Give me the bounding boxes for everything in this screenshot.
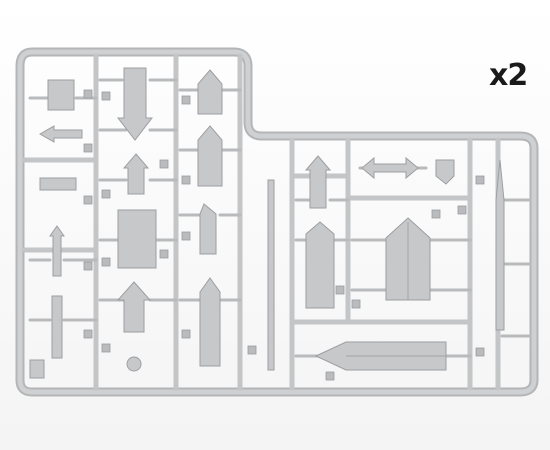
part-arrow-up-tall bbox=[304, 155, 332, 209]
number-tabs bbox=[83, 89, 485, 381]
part-chevron-1 bbox=[197, 69, 223, 115]
part-plate bbox=[47, 79, 75, 111]
part-arrow-left bbox=[38, 125, 83, 143]
part-bar bbox=[39, 177, 77, 191]
parts bbox=[29, 67, 505, 379]
part-chevron-4 bbox=[199, 277, 221, 367]
part-panel-large bbox=[117, 209, 157, 269]
quantity-label: x2 bbox=[489, 58, 528, 93]
gates bbox=[28, 78, 532, 358]
part-arrow-down-large bbox=[116, 67, 154, 141]
part-chevron-3 bbox=[199, 203, 217, 255]
part-small-chevron bbox=[435, 159, 455, 185]
part-arrow-up-low bbox=[116, 281, 152, 333]
part-post bbox=[51, 295, 63, 359]
part-arrow-up-mid bbox=[122, 153, 150, 195]
part-pointed-panel bbox=[305, 221, 335, 309]
part-disc bbox=[126, 356, 142, 372]
part-arrow-up bbox=[49, 225, 65, 277]
sprue-frame bbox=[15, 47, 539, 397]
part-slim-spike bbox=[495, 159, 505, 331]
part-small-square bbox=[29, 359, 45, 379]
part-double-arrow bbox=[361, 156, 419, 180]
part-chevron-2 bbox=[197, 125, 223, 187]
part-long-rod bbox=[267, 179, 275, 371]
